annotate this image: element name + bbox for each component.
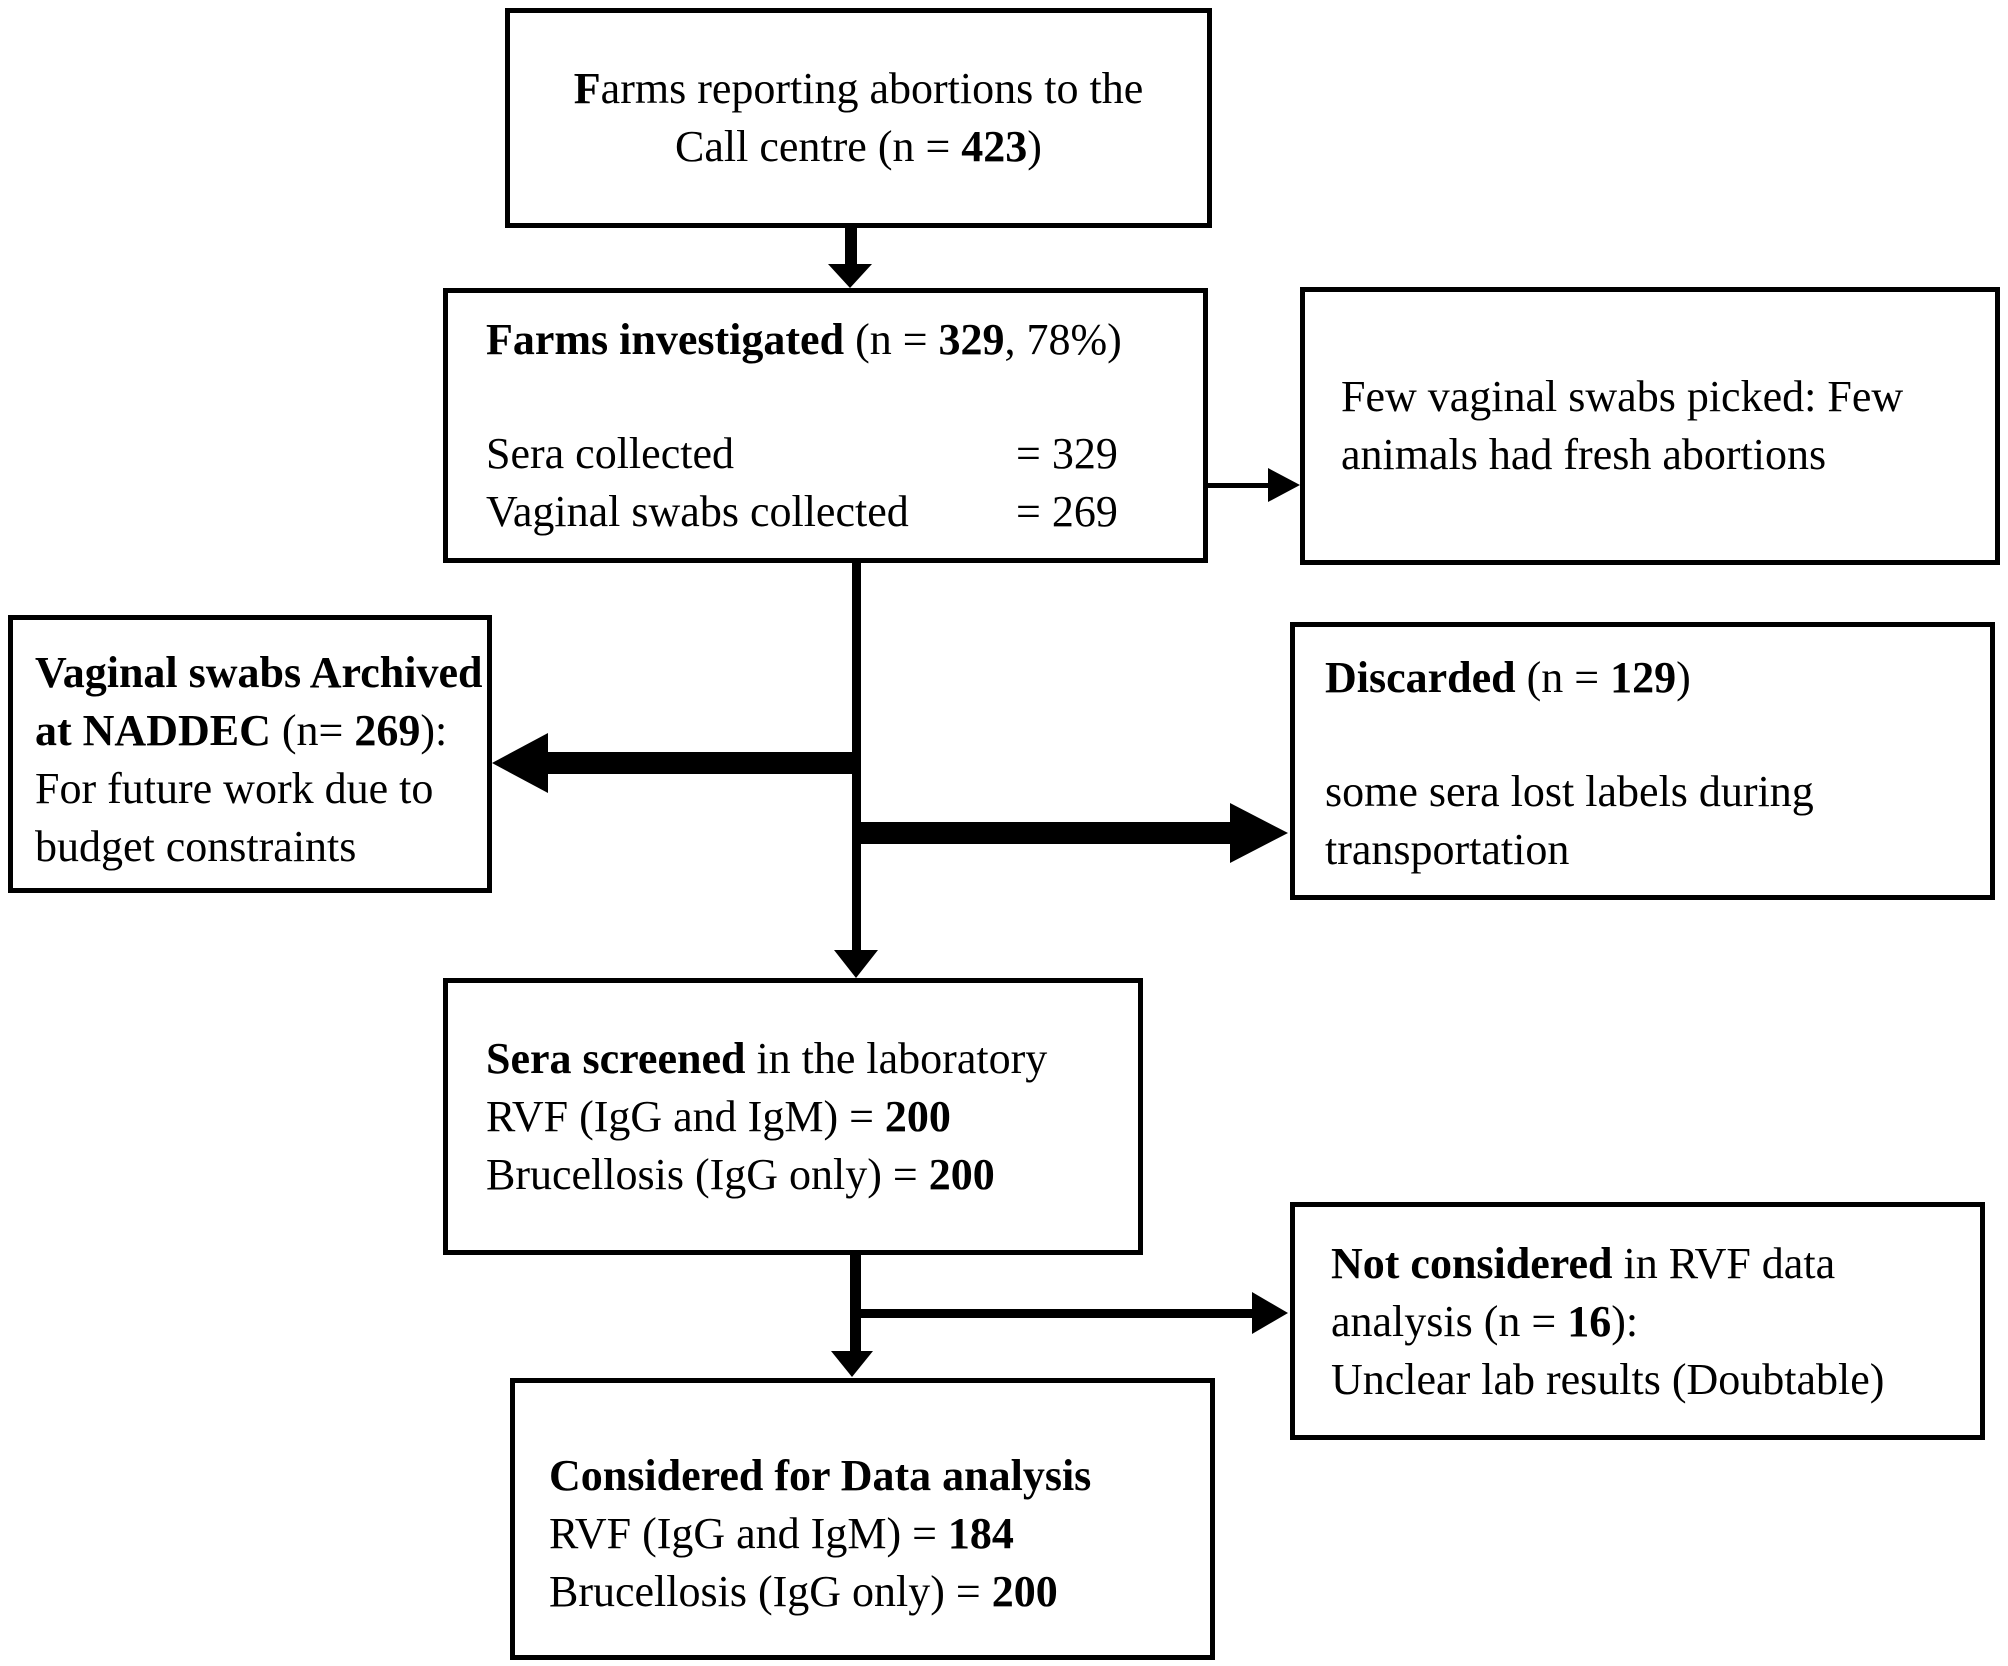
stat-label: Sera collected xyxy=(486,429,734,478)
text-line: Farms reporting abortions to the xyxy=(534,60,1183,118)
count-value: 129 xyxy=(1610,653,1677,702)
box-considered-analysis: Considered for Data analysis RVF (IgG an… xyxy=(510,1378,1215,1660)
count-value: 200 xyxy=(884,1091,951,1141)
text-line: Brucellosis (IgG only) = 200 xyxy=(549,1563,1190,1621)
arrowhead-down-icon xyxy=(828,264,872,288)
text-segment: in RVF data xyxy=(1612,1239,1836,1288)
box-farms-reporting: Farms reporting abortions to the Call ce… xyxy=(505,8,1212,228)
text-line: RVF (IgG and IgM) = 184 xyxy=(549,1505,1190,1563)
box-swabs-archived: Vaginal swabs Archived at NADDEC (n= 269… xyxy=(8,615,492,893)
arrowhead-down-icon xyxy=(834,950,878,978)
box-few-vaginal-swabs: Few vaginal swabs picked: Few animals ha… xyxy=(1300,287,2000,565)
arrow-to-not-considered xyxy=(858,1309,1254,1318)
stat-row: Vaginal swabs collected = 269 xyxy=(486,483,1165,541)
text-segment: Call centre (n = xyxy=(675,122,962,171)
text-segment: ) xyxy=(1027,122,1042,171)
text-segment: ): xyxy=(420,706,448,755)
text-segment: F xyxy=(573,64,601,113)
arrow-investigated-to-few-swabs xyxy=(1208,483,1272,488)
count-value: 16 xyxy=(1567,1297,1612,1346)
arrowhead-right-icon xyxy=(1230,803,1288,863)
count-value: 200 xyxy=(991,1567,1058,1616)
text-line: Farms investigated (n = 329, 78%) xyxy=(486,311,1165,369)
box-discarded: Discarded (n = 129) some sera lost label… xyxy=(1290,622,1995,900)
text-segment: (n = xyxy=(1515,653,1611,702)
text-segment: Vaginal swabs Archived xyxy=(35,648,483,697)
text-segment: arms reporting abortions to the xyxy=(600,64,1144,113)
arrow-to-discarded xyxy=(856,822,1232,844)
text-line: transportation xyxy=(1325,825,1570,874)
text-line: Brucellosis (IgG only) = 200 xyxy=(486,1146,1118,1204)
box-not-considered: Not considered in RVF data analysis (n =… xyxy=(1290,1202,1985,1440)
stat-row: Sera collected = 329 xyxy=(486,425,1165,483)
text-segment: ): xyxy=(1611,1297,1639,1346)
count-value: 329 xyxy=(938,315,1005,364)
text-segment: budget constraints xyxy=(35,822,357,871)
text-line: Few vaginal swabs picked: Few xyxy=(1341,372,1904,421)
text-segment: Farms investigated xyxy=(486,315,845,364)
blank-line xyxy=(486,369,1165,425)
arrow-to-archived xyxy=(546,752,858,774)
box-sera-screened: Sera screened in the laboratory RVF (IgG… xyxy=(443,978,1143,1255)
text-line: Discarded (n = 129) xyxy=(1325,649,1960,707)
box-farms-investigated: Farms investigated (n = 329, 78%) Sera c… xyxy=(443,288,1208,563)
text-segment: Unclear lab results (Doubtable) xyxy=(1331,1355,1885,1404)
text-segment: Considered for Data analysis xyxy=(549,1451,1092,1500)
text-segment: RVF (IgG and IgM) = xyxy=(549,1509,948,1558)
text-segment: Brucellosis (IgG only) = xyxy=(549,1567,992,1616)
text-line: Unclear lab results (Doubtable) xyxy=(1331,1351,1950,1409)
text-line: Sera screened in the laboratory xyxy=(486,1030,1118,1088)
count-value: 423 xyxy=(961,122,1028,171)
count-value: 184 xyxy=(947,1509,1014,1558)
text-line: analysis (n = 16): xyxy=(1331,1293,1950,1351)
text-line: some sera lost labels during xyxy=(1325,767,1814,816)
text-line: Not considered in RVF data xyxy=(1331,1235,1950,1293)
text-segment: (n= xyxy=(270,706,355,755)
text-line: budget constraints xyxy=(35,818,465,876)
stat-value: = 329 xyxy=(1016,429,1118,478)
text-segment: Discarded xyxy=(1325,653,1516,702)
stat-value: = 269 xyxy=(1016,487,1118,536)
arrow-reporting-to-investigated xyxy=(845,228,857,268)
text-segment: Brucellosis (IgG only) = xyxy=(486,1149,929,1199)
text-segment: RVF (IgG and IgM) = xyxy=(486,1091,885,1141)
text-segment: at NADDEC xyxy=(35,706,271,755)
text-segment: For future work due to xyxy=(35,764,434,813)
line-screened-to-considered xyxy=(850,1255,861,1353)
text-line: Vaginal swabs Archived xyxy=(35,644,482,702)
text-line: Considered for Data analysis xyxy=(549,1447,1190,1505)
text-line: RVF (IgG and IgM) = 200 xyxy=(486,1088,1118,1146)
text-line: Call centre (n = 423) xyxy=(534,118,1183,176)
blank-line xyxy=(1325,707,1960,763)
text-segment: ) xyxy=(1676,653,1691,702)
arrowhead-left-icon xyxy=(492,733,548,793)
text-segment: , 78%) xyxy=(1004,315,1122,364)
text-segment: analysis (n = xyxy=(1331,1297,1568,1346)
text-line: For future work due to xyxy=(35,760,465,818)
arrowhead-right-icon xyxy=(1268,468,1300,502)
count-value: 269 xyxy=(354,706,421,755)
text-segment: in the laboratory xyxy=(745,1033,1048,1083)
text-segment: Sera screened xyxy=(486,1033,746,1083)
text-segment: Not considered xyxy=(1331,1239,1613,1288)
arrowhead-right-icon xyxy=(1252,1292,1288,1334)
text-segment: (n = xyxy=(844,315,939,364)
stat-label: Vaginal swabs collected xyxy=(486,487,909,536)
count-value: 200 xyxy=(928,1149,995,1199)
arrowhead-down-icon xyxy=(831,1351,873,1377)
text-line: at NADDEC (n= 269): xyxy=(35,702,465,760)
text-line: animals had fresh abortions xyxy=(1341,430,1827,479)
